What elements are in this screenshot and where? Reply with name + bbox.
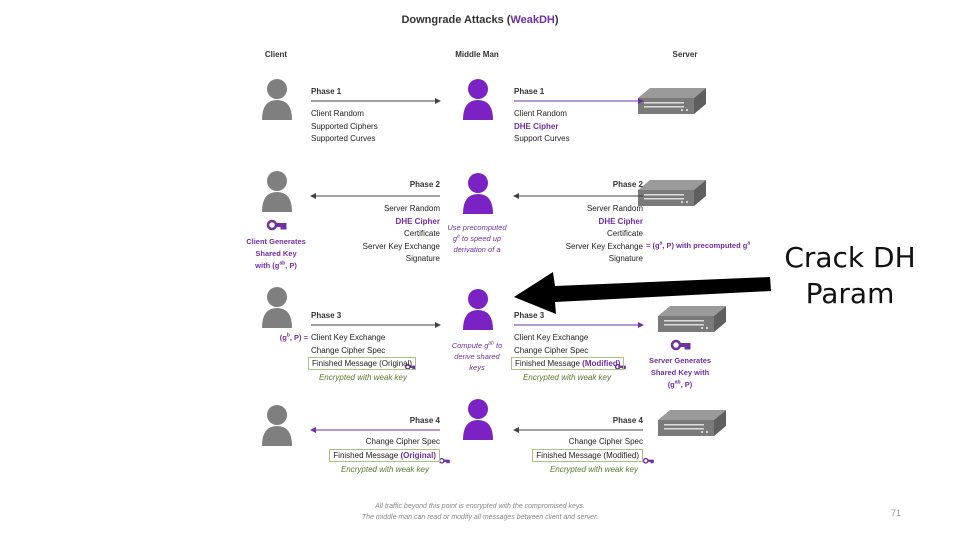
key-icon bbox=[266, 219, 288, 231]
server-icon bbox=[638, 88, 706, 114]
phase-label: Phase 2 bbox=[612, 180, 643, 189]
middleman-person-icon bbox=[463, 399, 493, 440]
client-person-icon bbox=[262, 79, 292, 120]
encrypted-note: Encrypted with weak key bbox=[549, 465, 639, 474]
column-middle-man: Middle Man bbox=[455, 50, 499, 59]
finished-message-original: Finished Message (Original) bbox=[329, 448, 440, 462]
client-key-params: (gb, P) = bbox=[279, 332, 308, 342]
phase-label: Phase 3 bbox=[311, 311, 342, 320]
phase-label: Phase 4 bbox=[409, 416, 440, 425]
middleman-person-icon bbox=[463, 173, 493, 214]
page-number: 71 bbox=[891, 508, 902, 518]
phase-label: Phase 3 bbox=[514, 311, 545, 320]
message-list: Change Cipher Spec Finished Message (Mod… bbox=[503, 436, 643, 462]
finished-message-original: Finished Message (Original) bbox=[308, 357, 417, 370]
phase-label: Phase 1 bbox=[514, 87, 545, 96]
client-person-icon bbox=[262, 171, 292, 212]
phase-label: Phase 4 bbox=[612, 416, 643, 425]
footer-note: All traffic beyond this point is encrypt… bbox=[361, 503, 599, 521]
message-list: Change Cipher Spec Finished Message (Ori… bbox=[300, 436, 440, 462]
annotation-arrow bbox=[514, 272, 771, 314]
key-icon bbox=[642, 457, 655, 464]
client-person-icon bbox=[262, 287, 292, 328]
phase-label: Phase 1 bbox=[311, 87, 342, 96]
column-server: Server bbox=[672, 50, 698, 59]
server-icon bbox=[638, 180, 706, 206]
slide-title: Downgrade Attacks (WeakDH) bbox=[401, 14, 559, 26]
key-icon bbox=[670, 339, 692, 351]
finished-message-modified: Finished Message (Modified) bbox=[532, 448, 643, 462]
key-icon bbox=[438, 457, 451, 464]
middleman-person-icon bbox=[463, 79, 493, 120]
server-icon bbox=[658, 306, 726, 332]
finished-message-modified: Finished Message (Modified) bbox=[511, 357, 625, 370]
middleman-person-icon bbox=[463, 289, 493, 330]
client-person-icon bbox=[262, 405, 292, 446]
encrypted-note: Encrypted with weak key bbox=[522, 373, 612, 382]
encrypted-note: Encrypted with weak key bbox=[318, 373, 408, 382]
server-key-exchange-note: = (ga, P) with precomputed ga bbox=[646, 240, 751, 250]
server-icon bbox=[658, 410, 726, 436]
phase-label: Phase 2 bbox=[409, 180, 440, 189]
encrypted-note: Encrypted with weak key bbox=[340, 465, 430, 474]
column-client: Client bbox=[264, 50, 288, 59]
